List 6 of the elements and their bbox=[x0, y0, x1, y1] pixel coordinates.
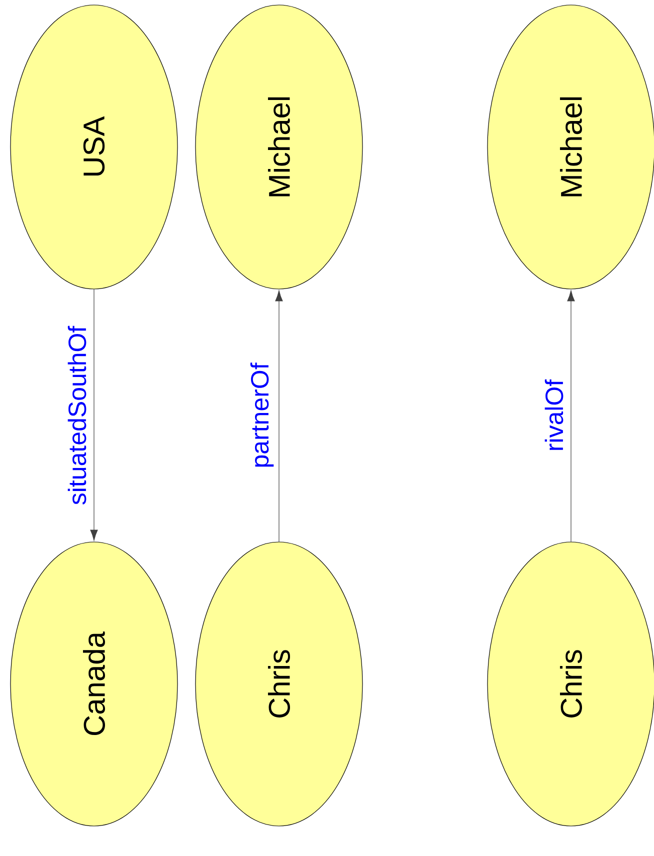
edge-label: situatedSouthOf bbox=[68, 326, 86, 504]
edge-label: rivalOf bbox=[544, 379, 564, 450]
edge-label: partnerOf bbox=[250, 362, 274, 467]
arrow bbox=[275, 290, 283, 542]
arrow bbox=[567, 290, 575, 542]
arrow bbox=[90, 289, 98, 541]
